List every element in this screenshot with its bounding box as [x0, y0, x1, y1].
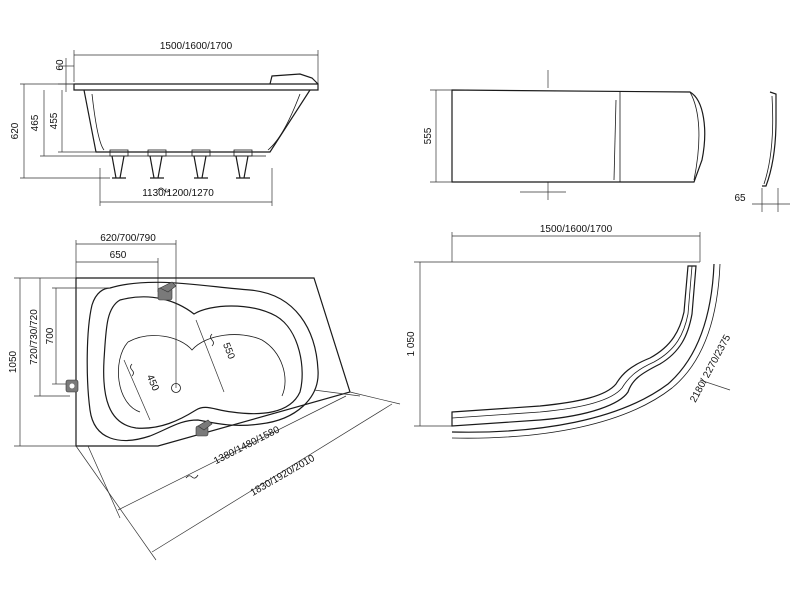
top-depth-label: 1050	[8, 350, 19, 373]
diag-550-label: 550	[220, 341, 237, 361]
height-465-label: 465	[30, 114, 41, 131]
left-dims-label: 720/730/720	[29, 309, 40, 365]
panel-depth-top-label: 1 050	[406, 331, 417, 356]
panel-arc-label: 2180/ 2270/2375	[688, 333, 733, 405]
faucet-icon	[157, 281, 177, 301]
leg-span-label: 1130/1200/1270	[142, 188, 214, 199]
overflow-icon	[65, 379, 79, 393]
panel-top-view: 1500/1600/1700 1 050 2180/ 2270/2375	[406, 224, 733, 439]
faucet-icon-lower	[195, 419, 213, 437]
panel-side-view: 555 65	[423, 70, 790, 212]
panel-length-label: 1500/1600/1700	[540, 224, 613, 235]
panel-height-label: 555	[423, 127, 434, 144]
tub-legs	[109, 149, 253, 179]
total-height-label: 620	[10, 122, 21, 139]
height-455-label: 455	[49, 112, 60, 129]
side-length-label: 1500/1600/1700	[160, 41, 233, 52]
diag-450-label: 450	[144, 373, 161, 393]
rim-height-label: 60	[55, 59, 66, 71]
inner-diag-label: 1380/1480/1580	[212, 424, 282, 467]
top-width-label: 620/700/790	[100, 233, 156, 244]
top-650-label: 650	[110, 250, 127, 261]
top-view: 620/700/790 650 1050	[8, 233, 401, 561]
outer-diag-label: 1830/1920/2010	[249, 453, 317, 499]
left-700-label: 700	[45, 327, 56, 344]
side-view: 1500/1600/1700 60 620	[10, 41, 319, 206]
panel-depth-label: 65	[734, 193, 746, 204]
drain-icon	[171, 383, 181, 393]
